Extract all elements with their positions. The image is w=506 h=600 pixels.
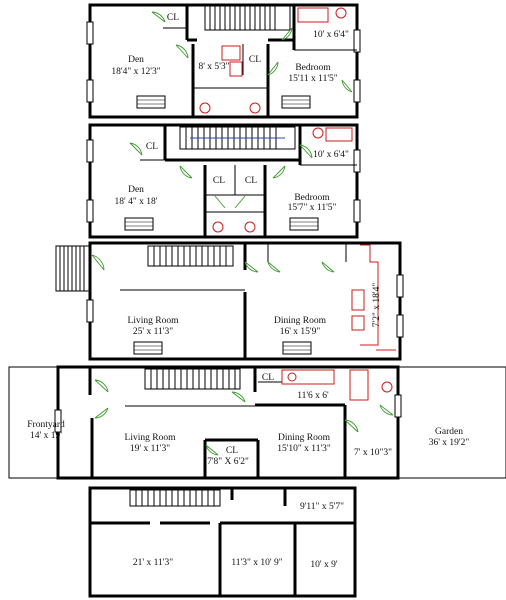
room-dims: 7'2" x 18'4": [372, 283, 382, 328]
room-dims: 16' x 15'9": [280, 327, 321, 337]
stairs: [144, 368, 241, 390]
room-name: Garden: [435, 427, 463, 437]
room-dims: 14' x 19': [30, 431, 62, 441]
door-swing: [321, 261, 335, 273]
bathroom-fixtures: [212, 127, 353, 233]
stairs: [179, 126, 296, 150]
room-dims: 15'10" x 11'3": [277, 444, 331, 454]
door-swing: [91, 254, 105, 271]
door-swing: [175, 44, 189, 59]
floor-5: 21' x 11'3" 11'3" x 10' 9" 10' x 9' 9'11…: [88, 486, 357, 598]
window: [86, 139, 94, 163]
closet-label: CL: [249, 55, 261, 65]
room-dims: 10' x 6'4": [313, 30, 349, 40]
door-swing: [267, 261, 281, 273]
closet-label: CL: [213, 176, 225, 186]
door-swing: [379, 404, 394, 416]
door-swing: [179, 165, 193, 179]
window: [353, 29, 361, 53]
room-dims: 36' x 19'2": [429, 438, 470, 448]
room-name: Frontyard: [27, 420, 65, 430]
window: [396, 274, 404, 298]
fireplace: [281, 95, 311, 109]
window: [54, 409, 62, 433]
stairs: [129, 489, 221, 507]
window: [394, 394, 402, 418]
door-swing: [151, 11, 166, 23]
floor-2-outline: [88, 123, 359, 239]
room-dims: 8' x 5'3": [198, 62, 229, 72]
door-swing: [344, 419, 359, 433]
floor-3: Living Room 25' x 11'3" Dining Room 16' …: [55, 241, 404, 361]
room-dims: 19' x 11'3": [130, 444, 170, 454]
door-swing: [281, 27, 293, 41]
door-swing: [299, 144, 313, 159]
fireplace: [282, 341, 312, 355]
room-dims: 18' 4" x 18': [115, 197, 158, 207]
floor-1-outline: [88, 3, 359, 119]
window: [396, 314, 404, 338]
room-name: Dining Room: [278, 433, 331, 443]
stairs: [147, 245, 234, 267]
door-swing: [341, 79, 353, 93]
room-name: Dining Room: [274, 316, 327, 326]
room-dims: 15'7" x 11'5": [288, 203, 337, 213]
room-dims: 9'11" x 5'7": [300, 502, 344, 512]
window: [353, 149, 361, 173]
room-name: Bedroom: [295, 63, 331, 73]
window: [86, 21, 94, 45]
floor-2: CL CL CL Den 18' 4" x 18' Bedroom 15'7" …: [86, 123, 361, 239]
floor-5-outline: [88, 486, 357, 598]
kitchen-counter: [351, 244, 396, 351]
closet-label: CL: [262, 373, 274, 383]
door-swing: [231, 391, 246, 403]
door-swing: [94, 407, 109, 419]
fireplace: [124, 217, 154, 231]
door-swing: [244, 261, 259, 273]
window: [353, 199, 361, 223]
room-dims: 18'4" x 12'3": [111, 67, 160, 77]
closet-label: CL: [245, 176, 257, 186]
door-swing: [214, 195, 246, 209]
closet-label: CL: [226, 446, 238, 456]
kitchen-counter: [281, 369, 393, 401]
stairs: [204, 5, 291, 31]
room-name: Den: [128, 55, 144, 65]
window: [353, 79, 361, 103]
front-stoop: [55, 245, 91, 292]
fireplace: [136, 95, 166, 109]
room-dims: 10' x 9': [310, 560, 337, 570]
room-dims: 11'3" x 10' 9": [231, 558, 282, 568]
door-swing: [205, 444, 219, 456]
fireplace: [289, 217, 319, 231]
room-name: Living Room: [128, 316, 180, 326]
door-swing: [129, 142, 143, 156]
room-dims: 21' x 11'3": [133, 558, 173, 568]
floor-4: CL Frontyard 14' x 19' Living Room 19' x…: [8, 365, 506, 480]
closet-label: CL: [146, 142, 158, 152]
room-dims: 15'11 x 11'5": [288, 74, 337, 84]
room-dims: 25' x 11'3": [133, 327, 173, 337]
window: [86, 299, 94, 323]
room-name: Den: [128, 185, 144, 195]
closet-dims: 7'8" X 6'2": [207, 457, 249, 467]
door-swing: [267, 61, 279, 76]
window: [86, 199, 94, 223]
closet-label: CL: [167, 13, 179, 23]
door-swing: [94, 379, 109, 393]
window: [86, 79, 94, 103]
door-swing: [272, 165, 286, 179]
bathroom-fixtures: [199, 7, 347, 114]
room-name: Bedroom: [294, 193, 330, 203]
room-dims: 7' x 10"3": [354, 448, 392, 458]
room-dims: 10' x 6'4": [313, 150, 349, 160]
room-dims: 11'6 x 6': [297, 391, 329, 401]
floor-1: CL CL Den 18'4" x 12'3" Bedroom 15'11 x …: [86, 3, 361, 119]
room-name: Living Room: [125, 433, 177, 443]
fireplace: [133, 341, 163, 355]
